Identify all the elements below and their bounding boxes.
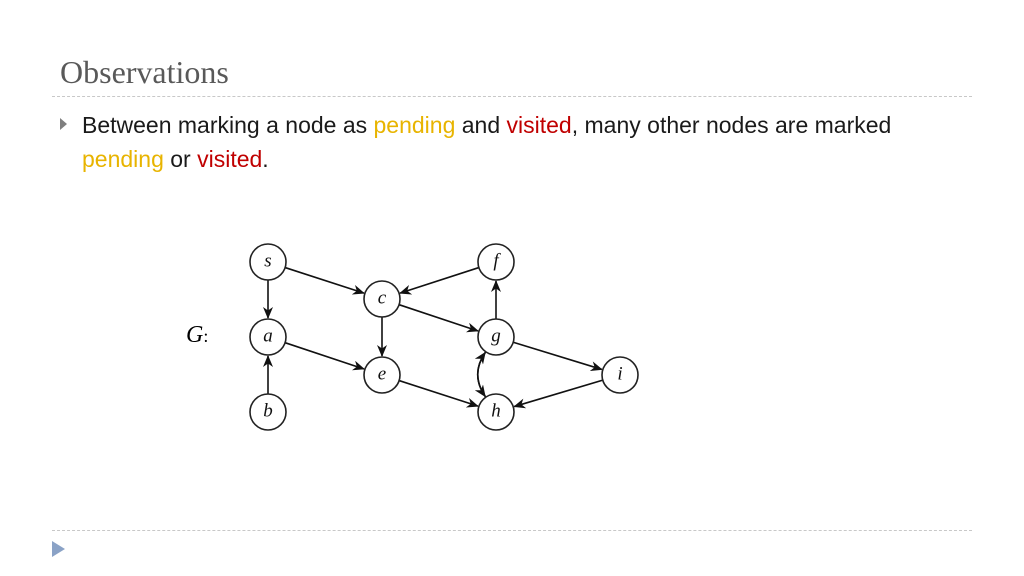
node-label: h [491,401,501,422]
edges-layer [263,266,603,409]
pending-term: pending [373,112,456,138]
edge-s-to-c [284,266,365,295]
node-b: b [249,393,287,431]
edge-i-to-h [513,379,603,409]
node-s: s [249,243,287,281]
node-label: g [491,326,501,347]
node-circle [477,243,515,281]
node-e: e [363,356,401,394]
pending-term: pending [82,146,164,172]
node-label: f [493,251,501,272]
bullet-text-part: and [455,112,507,138]
edge-g-to-i [512,341,603,371]
node-a: a [249,318,287,356]
bullet-text-part: Between marking a node as [82,112,374,138]
node-h: h [477,393,515,431]
bullet-text-part: , many other nodes are marked [571,112,892,138]
node-circle [363,356,401,394]
node-label: i [617,364,622,385]
bullet-text-part: . [262,146,269,172]
visited-term: visited [506,112,572,138]
graph-label-colon: : [203,326,209,346]
edge-c-to-g [398,303,479,333]
node-label: a [263,326,273,347]
nodes-layer: s a b c e f g h i [249,243,639,431]
visited-term: visited [197,146,263,172]
node-label: s [264,251,271,272]
node-circle [601,356,639,394]
edge-a-to-e [284,341,365,371]
node-label: b [263,401,273,422]
node-circle [477,393,515,431]
title-divider [52,96,972,97]
bullet-text: Between marking a node as pending and vi… [82,108,982,176]
next-slide-arrow-icon[interactable] [52,541,65,557]
graph-label-name: G [186,322,204,348]
node-label: c [378,288,387,309]
node-circle [477,318,515,356]
edge-h-to-g [474,351,487,398]
footer-divider [52,530,972,531]
node-c: c [363,280,401,318]
edge-f-to-c [399,266,480,295]
node-i: i [601,356,639,394]
node-circle [249,318,287,356]
node-circle [363,280,401,318]
bullet-arrow-icon [60,118,67,130]
node-circle [249,393,287,431]
edge-e-to-h [398,379,479,408]
bullet-text-part: or [163,146,198,172]
slide-title: Observations [60,54,229,90]
node-g: g [477,318,515,356]
node-circle [249,243,287,281]
node-f: f [477,243,515,281]
graph-label: G: [186,322,208,349]
node-label: e [378,364,386,385]
